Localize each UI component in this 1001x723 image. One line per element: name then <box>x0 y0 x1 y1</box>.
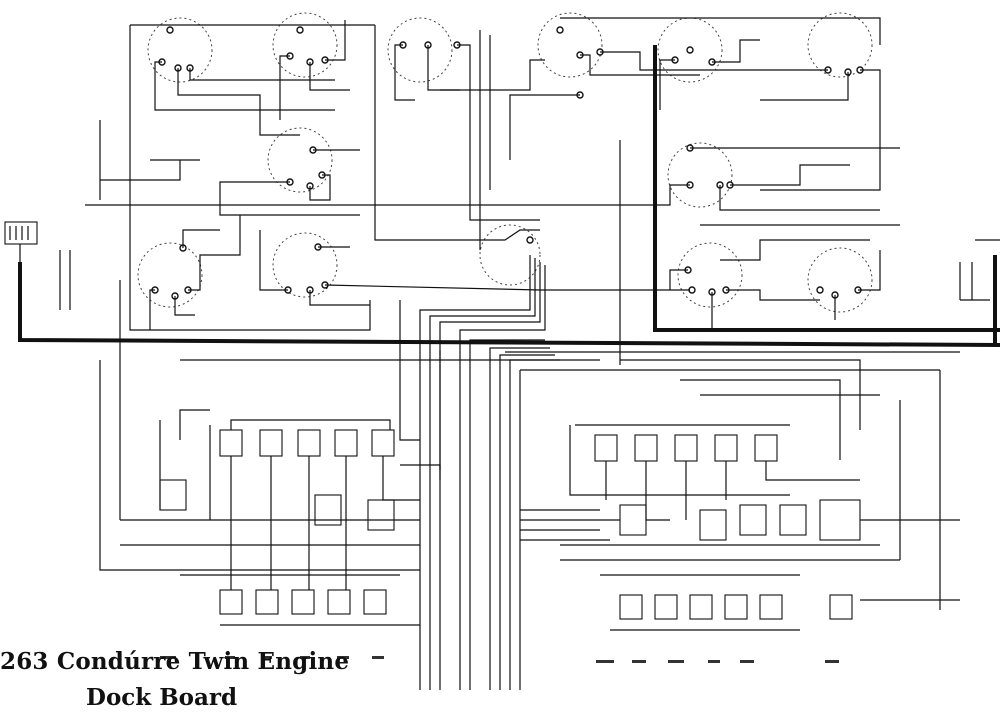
wire-harness <box>399 140 960 690</box>
center-switch <box>374 17 545 286</box>
bottom-label-marks <box>160 656 839 663</box>
right-connector <box>959 239 1000 301</box>
ground-bus <box>18 45 1001 347</box>
left-breaker-panel <box>99 280 600 626</box>
right-gauge-cluster <box>509 12 900 330</box>
diagram-title: 263 Condúrre Twin Engine <box>0 648 350 675</box>
left-connector <box>4 221 71 310</box>
right-breaker-panel <box>520 370 960 631</box>
left-gauge-cluster <box>85 12 560 331</box>
diagram-subtitle: Dock Board <box>86 684 238 711</box>
